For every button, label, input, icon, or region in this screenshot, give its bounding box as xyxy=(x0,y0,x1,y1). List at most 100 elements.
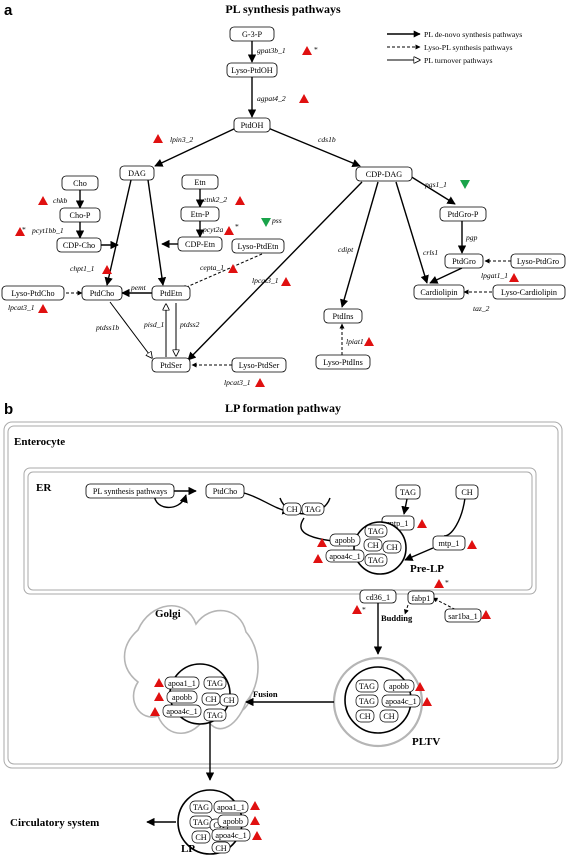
lp-apobb: apobb xyxy=(217,814,249,828)
golgi-ch-2: CH xyxy=(201,692,221,706)
gene-chkb: chkb xyxy=(53,196,68,205)
arrow-ptdoh-dag xyxy=(154,127,237,167)
circulatory-system-label: Circulatory system xyxy=(10,817,99,829)
panel-b-letter: b xyxy=(4,401,13,418)
lp-apoa1-label: apoa1_1 xyxy=(217,803,245,812)
lp-ch-3-label: CH xyxy=(215,844,226,853)
gene-lpcat3-cho: lpcat3_1 xyxy=(8,303,35,312)
enterocyte-label: Enterocyte xyxy=(14,436,65,448)
node-cardiolipin: Cardiolipin xyxy=(413,284,465,300)
up-triangle-golgi-apoa1 xyxy=(154,678,164,687)
up-triangle-golgi-apoa4c xyxy=(150,707,160,716)
er-outer-membrane xyxy=(23,467,537,595)
node-lysoptdins-label: Lyso-PtdIns xyxy=(323,358,363,367)
gene-pcyt2a: pcyt2a xyxy=(202,225,223,234)
lp-label: LP xyxy=(181,843,195,855)
up-triangle-mtp1b xyxy=(467,540,477,549)
up-triangle-lp-apoa1 xyxy=(250,801,260,810)
droplet-ch-chip: CH xyxy=(282,502,302,516)
pltv-apoa4c: apoa4c_1 xyxy=(381,694,421,708)
up-triangle-lp-apobb xyxy=(250,816,260,825)
droplet-tag-chip: TAG xyxy=(301,502,325,516)
up-triangle-pcyt2a xyxy=(224,226,234,235)
prelp-tag-top: TAG xyxy=(364,524,388,538)
lp-ch-3: CH xyxy=(211,841,231,854)
lp-tag-2: TAG xyxy=(189,815,213,829)
golgi-ch-1: CH xyxy=(219,693,239,707)
gene-gpat3b: gpat3b_1 xyxy=(257,46,286,55)
pltv-ch-2: CH xyxy=(379,709,399,723)
arrow-tag-mtp1a xyxy=(401,498,410,515)
golgi-ch-2-label: CH xyxy=(205,695,216,704)
gene-crls1: crls1 xyxy=(423,248,438,257)
gene-pisd: pisd_1 xyxy=(143,320,164,329)
up-triangle-cd36 xyxy=(352,605,362,614)
asterisk-fabp1: * xyxy=(445,578,449,587)
arrow-cdpdag-ptdser xyxy=(187,181,363,361)
pltv-tag-1-label: TAG xyxy=(359,682,375,691)
down-triangle-pss xyxy=(261,218,271,227)
arrow-cdpdag-ptdins xyxy=(340,181,379,308)
up-triangle-lpcat3-ser xyxy=(255,378,265,387)
pltv-ch: CH xyxy=(355,709,375,723)
pltv-tag-2: TAG xyxy=(355,694,379,708)
gene-pgs1: pgs1_1 xyxy=(424,180,447,189)
up-triangle-chpt1 xyxy=(102,265,112,274)
up-triangle-etnk2 xyxy=(235,196,245,205)
gene-lpcat3-ser: lpcat3_1 xyxy=(224,378,251,387)
node-b-tag-label: TAG xyxy=(400,488,416,497)
prelp-ch-right-label: CH xyxy=(386,543,397,552)
node-cd36-label: cd36_1 xyxy=(366,593,390,602)
node-cd36: cd36_1 xyxy=(359,589,397,604)
arrow-ch-mtp1b xyxy=(443,497,466,537)
enterocyte-inner-membrane xyxy=(7,425,559,765)
lp-apoa1: apoa1_1 xyxy=(213,800,249,814)
gene-cdipt: cdipt xyxy=(338,245,354,254)
node-ptdgro: PtdGro xyxy=(444,253,484,269)
er-inner-membrane xyxy=(27,471,533,591)
lp-ch-1: CH xyxy=(191,830,211,844)
node-sar1ba-label: sar1ba_1 xyxy=(448,612,478,621)
node-ptdser-label: PtdSer xyxy=(160,361,182,370)
node-ptdins: PtdIns xyxy=(323,308,363,324)
arrow-fabp1-budding xyxy=(404,604,409,615)
gene-lpin3: lpin3_2 xyxy=(170,135,193,144)
node-lysoptdgro-label: Lyso-PtdGro xyxy=(517,257,559,266)
droplet-tag-label: TAG xyxy=(305,505,321,514)
pltv-apobb-label: apobb xyxy=(389,682,409,691)
node-chop-label: Cho-P xyxy=(70,211,91,220)
up-triangle-cepta xyxy=(228,264,238,273)
lp-tag-1: TAG xyxy=(189,800,213,814)
node-ptdgrop: PtdGro-P xyxy=(439,206,487,222)
arrow-cdpdag-ptdgrop xyxy=(409,175,456,205)
node-dag-label: DAG xyxy=(128,169,146,178)
node-cho-label: Cho xyxy=(73,179,87,188)
golgi-apoa4c-label: apoa4c_1 xyxy=(166,707,197,716)
golgi-tag-1: TAG xyxy=(203,676,227,690)
gene-cds1b: cds1b xyxy=(318,135,336,144)
node-cdpcho: CDP-Cho xyxy=(56,237,102,253)
asterisk-pcyt2a: * xyxy=(235,222,239,231)
pltv-tag-1: TAG xyxy=(355,679,379,693)
up-triangle-prelp-apobb xyxy=(317,538,327,547)
node-ptdgro-label: PtdGro xyxy=(452,257,476,266)
up-triangle-lpcat3-cho xyxy=(38,304,48,313)
up-triangle-lpcat3-etn xyxy=(281,277,291,286)
node-ptdins-label: PtdIns xyxy=(333,312,354,321)
node-ptdcho: PtdCho xyxy=(81,285,123,301)
golgi-tag-2: TAG xyxy=(203,708,227,722)
lp-apobb-label: apobb xyxy=(223,817,243,826)
node-cdpdag: CDP-DAG xyxy=(355,166,413,182)
golgi-label: Golgi xyxy=(155,608,181,620)
lp-ch-1-label: CH xyxy=(195,833,206,842)
gene-lpgat1: lpgat1_1 xyxy=(481,271,508,280)
panel-b: b LP formation pathway Enterocyte ER Gol… xyxy=(3,401,563,855)
pre-lp-particle: TAG CH CH TAG apobb apoa4c_1 Pre-LP xyxy=(313,521,444,575)
node-lysoptdetn: Lyso-PtdEtn xyxy=(231,238,285,254)
prelp-apoa4c-label: apoa4c_1 xyxy=(329,552,360,561)
node-ptdoh: PtdOH xyxy=(233,117,271,133)
golgi-apoa1-label: apoa1_1 xyxy=(168,679,196,688)
golgi-apobb-label: apobb xyxy=(172,693,192,702)
prelp-tag-bottom: TAG xyxy=(364,553,388,567)
